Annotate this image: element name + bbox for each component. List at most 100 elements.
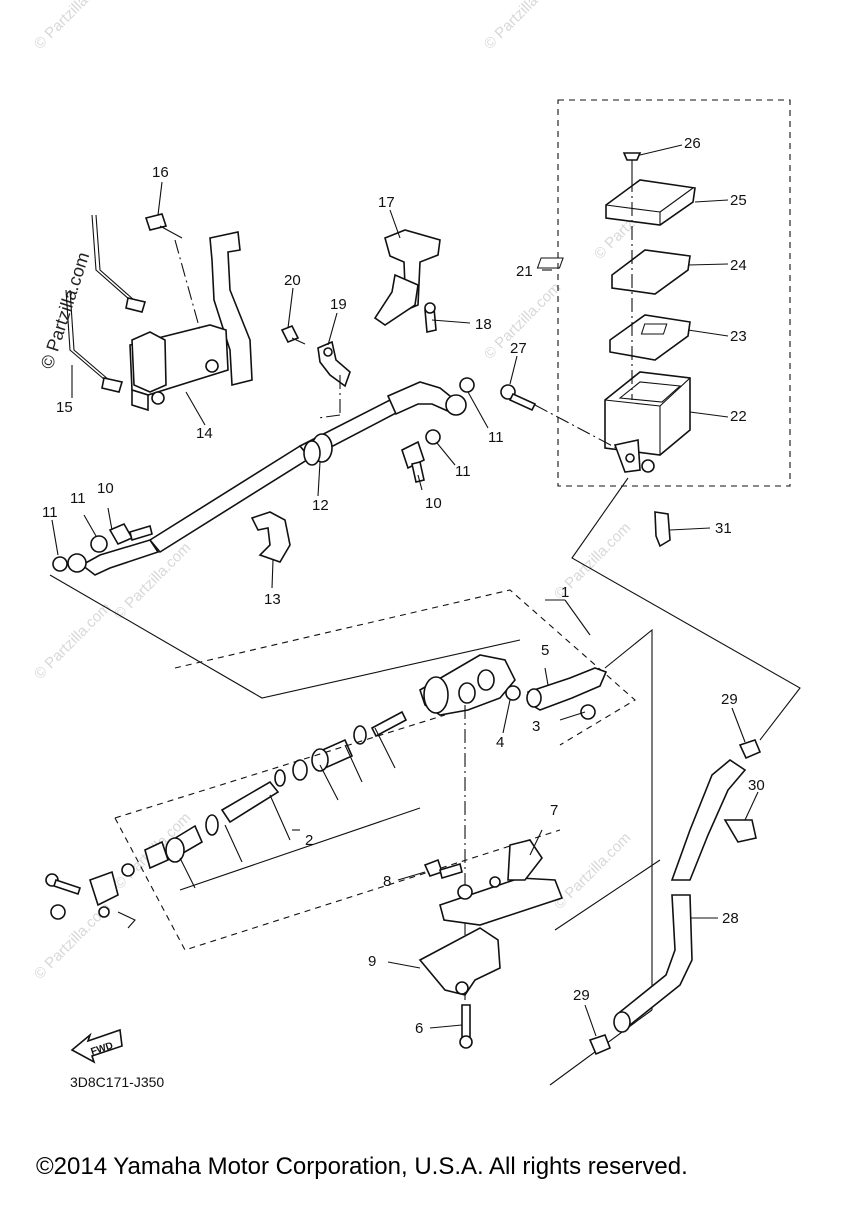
- callout-29-upper: 29: [721, 691, 738, 708]
- washer-11-upper: [459, 377, 475, 393]
- callout-20: 20: [284, 272, 301, 289]
- hose-clamp-13: [250, 511, 291, 563]
- cylinder-bore: [423, 676, 449, 714]
- callout-9: 9: [368, 953, 376, 970]
- clevis: [89, 870, 119, 907]
- callout-1: 1: [561, 584, 569, 601]
- hose-28-upper: [670, 759, 747, 881]
- washer-11-lower-b: [90, 535, 108, 553]
- watermark: © Partzilla.com: [31, 0, 114, 53]
- brake-hose: [52, 375, 475, 576]
- callout-30: 30: [748, 777, 765, 794]
- watermarks: © Partzilla.com © Partzilla.com © Partzi…: [31, 0, 674, 983]
- bolt-6: [461, 1004, 471, 1041]
- group-21-box: [557, 99, 791, 487]
- bracket-group: [65, 213, 253, 412]
- clip-3: [580, 704, 596, 720]
- circlip: [205, 814, 219, 836]
- hose-28-lower: [618, 894, 693, 1027]
- spring-small: [370, 710, 408, 738]
- guard-9: [418, 927, 501, 996]
- callout-23: 23: [730, 328, 747, 345]
- callout-28: 28: [722, 910, 739, 927]
- copyright-notice: ©2014 Yamaha Motor Corporation, U.S.A. A…: [36, 1153, 688, 1180]
- callout-17: 17: [378, 194, 395, 211]
- callout-25: 25: [730, 192, 747, 209]
- bolt-10-lower: [108, 522, 134, 546]
- callout-26: 26: [684, 135, 701, 152]
- callout-6: 6: [415, 1020, 423, 1037]
- washer-11-mid: [425, 429, 441, 445]
- callout-11-lower-b: 11: [70, 490, 86, 507]
- washer-11-lower: [52, 556, 68, 572]
- hose-fitting-lower: [80, 539, 160, 576]
- fwd-arrow: FWD: [70, 1028, 123, 1064]
- reservoir-outlet: [641, 459, 655, 473]
- master-cylinder-group: [45, 589, 636, 951]
- cable-tie-15: [65, 289, 106, 381]
- callout-22: 22: [730, 408, 747, 425]
- reservoir-hose-group: [549, 628, 762, 1086]
- bolt-20: [280, 324, 300, 344]
- callout-27: 27: [510, 340, 527, 357]
- callout-29-lower: 29: [573, 987, 590, 1004]
- bracket-17: [384, 229, 441, 312]
- connection-line-left: [49, 574, 521, 699]
- banjo-upper: [445, 394, 467, 416]
- clamp-19: [317, 340, 351, 388]
- callout-10-mid: 10: [425, 495, 442, 512]
- callout-21: 21: [516, 263, 533, 280]
- watermark: © Partzilla.com: [551, 829, 634, 912]
- callout-5: 5: [541, 642, 549, 659]
- fwd-arrow-icon: [70, 1028, 123, 1064]
- clip-31: [654, 511, 671, 548]
- group-2-box-top: [114, 714, 446, 819]
- callout-11-lower-a: 11: [42, 504, 58, 521]
- banjo-lower: [67, 553, 87, 573]
- callout-19: 19: [330, 296, 347, 313]
- watermark: © Partzilla.com: [31, 599, 114, 682]
- group-1-box: [174, 589, 636, 746]
- clamp-29-upper: [738, 739, 762, 760]
- diagram-code: 3D8C171-J350: [70, 1074, 164, 1090]
- diaphragm: [609, 314, 691, 361]
- push-rod-spring: [220, 780, 280, 824]
- callout-16: 16: [152, 164, 169, 181]
- callout-14: 14: [196, 425, 213, 442]
- reservoir-body: [604, 371, 691, 456]
- bolt-10-mid: [401, 440, 425, 470]
- callout-11-mid: 11: [455, 463, 471, 480]
- watermark-bold: © Partzilla.com: [37, 250, 94, 372]
- callout-31: 31: [715, 520, 732, 537]
- o-ring-4: [505, 685, 521, 701]
- connection-line-right: [571, 477, 801, 741]
- callout-12: 12: [312, 497, 329, 514]
- hose-fitting-upper: [386, 381, 456, 416]
- mount-bracket-group: [418, 705, 564, 1049]
- cable-tie-upper: [91, 214, 131, 301]
- bracket-upright: [209, 231, 253, 387]
- bracket-17-group: [373, 229, 441, 333]
- leader-lines: [51, 144, 759, 1037]
- clevis-nut: [50, 904, 66, 920]
- reservoir-group: [500, 99, 791, 487]
- callout-2: 2: [305, 832, 313, 849]
- callout-3: 3: [532, 718, 540, 735]
- callout-4: 4: [496, 734, 504, 751]
- callout-8: 8: [383, 873, 391, 890]
- callout-10-lower: 10: [97, 480, 114, 497]
- callouts: 1 2 3 4 5 6 7 8 9 10 10 11 11 11 11 12 1…: [42, 135, 765, 1037]
- clamp-29-lower: [588, 1033, 612, 1056]
- reservoir-cap: [605, 179, 696, 226]
- callout-18: 18: [475, 316, 492, 333]
- callout-7: 7: [550, 802, 558, 819]
- watermark: © Partzilla.com: [481, 0, 564, 53]
- push-rod: [144, 840, 169, 870]
- clamp-30: [723, 819, 757, 843]
- callout-15: 15: [56, 399, 73, 416]
- screw-26: [622, 152, 642, 161]
- callout-24: 24: [730, 257, 747, 274]
- diaphragm-plate: [611, 249, 691, 295]
